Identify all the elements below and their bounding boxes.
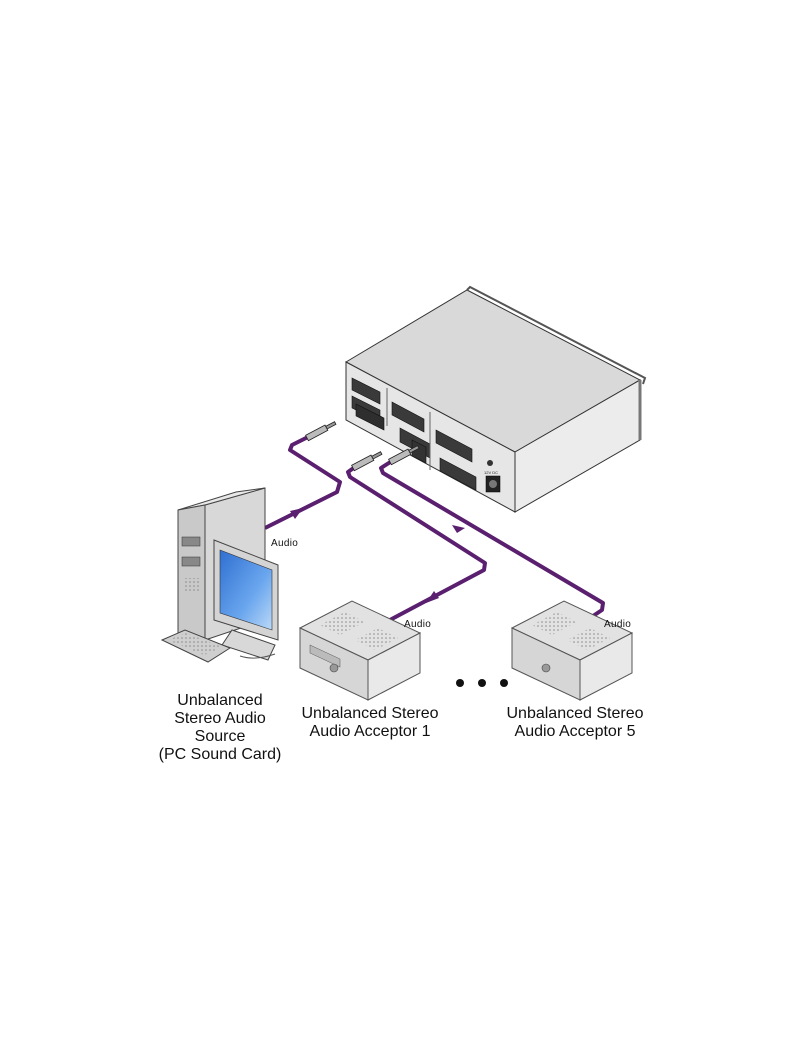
- ellipsis-dots: [456, 679, 508, 687]
- dot: [456, 679, 464, 687]
- audio-acceptor-1-device: [298, 600, 422, 701]
- cables: [264, 435, 605, 623]
- acceptor1-cable-label: Audio: [404, 619, 432, 630]
- terminal-block-connectors: [351, 377, 477, 491]
- source-audio-cable: [264, 435, 342, 530]
- audio-plugs: [305, 421, 420, 472]
- monitor-screen: [219, 549, 273, 631]
- pc-computer: [160, 487, 279, 663]
- signal-arrows: [290, 508, 465, 603]
- acceptor-5-label-line: Unbalanced Stereo: [506, 705, 644, 722]
- source-label-line: (PC Sound Card): [158, 746, 282, 763]
- acceptor-1-label-line: Audio Acceptor 1: [309, 723, 431, 740]
- acceptor-1-label-line: Unbalanced Stereo: [301, 705, 439, 722]
- dot: [478, 679, 486, 687]
- dot: [500, 679, 508, 687]
- source-label-line: Unbalanced: [177, 692, 263, 709]
- source-cable-label: Audio: [271, 538, 299, 549]
- source-label-line: Stereo Audio: [174, 710, 266, 727]
- arrow-icon: [452, 525, 465, 533]
- arrow-icon: [290, 508, 303, 519]
- arrow-icon: [426, 591, 439, 603]
- distribution-amplifier: 12V DC: [344, 285, 647, 513]
- audio-acceptor-5-device: [510, 600, 634, 701]
- source-label-line: Source: [194, 728, 246, 745]
- acceptor-1-label: Unbalanced Stereo Audio Acceptor 1: [285, 705, 455, 741]
- acceptor1-audio-cable: [346, 465, 487, 623]
- acceptor-5-label-line: Audio Acceptor 5: [514, 723, 636, 740]
- pc-tower-front: [177, 504, 206, 641]
- acceptor-5-label: Unbalanced Stereo Audio Acceptor 5: [490, 705, 660, 741]
- acceptor5-cable-label: Audio: [604, 619, 632, 630]
- source-label: Unbalanced Stereo Audio Source (PC Sound…: [140, 692, 300, 764]
- power-label: 12V DC: [484, 470, 498, 475]
- acceptor5-audio-cable: [379, 459, 605, 620]
